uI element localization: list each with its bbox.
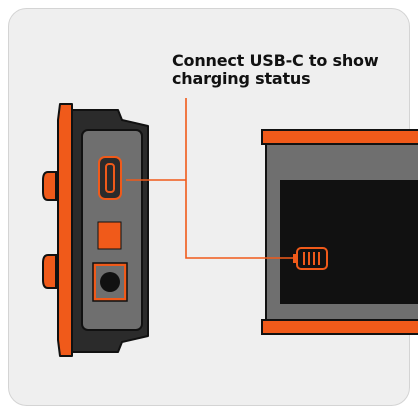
orange-button-icon [97,221,122,250]
side-rail [57,103,73,357]
device-front [261,129,418,335]
caption-line-1: Connect USB-C to show [172,51,379,70]
round-port-icon [92,262,128,302]
side-knobs [42,171,57,289]
usb-c-port-icon [98,156,122,200]
callout-lines [126,98,293,259]
battery-status-icon [293,247,328,270]
caption-line-2: charging status [172,69,311,88]
callout-caption: Connect USB-C to show charging status [172,52,402,88]
device-screen [280,180,418,304]
